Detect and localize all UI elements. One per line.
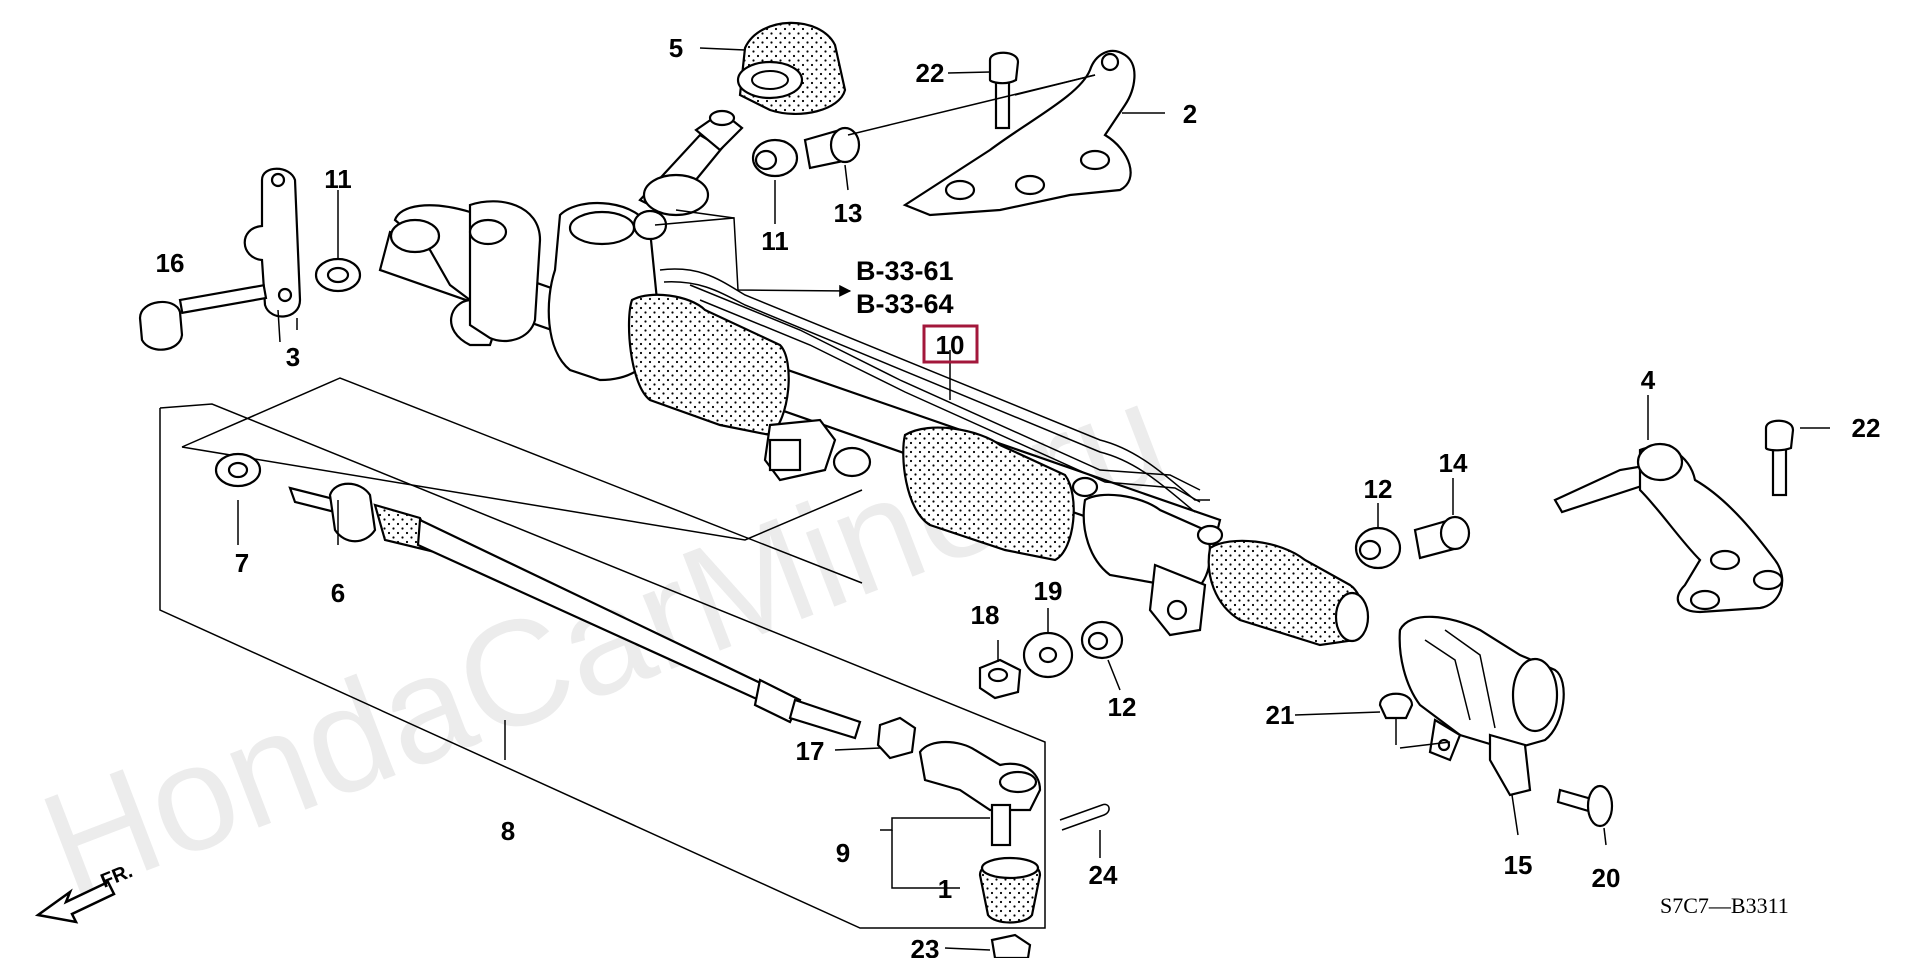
collar-14: [1413, 515, 1471, 560]
ball-joint-boot: [978, 856, 1042, 924]
callout-4[interactable]: 4: [1641, 365, 1656, 395]
callout-1[interactable]: 1: [938, 874, 952, 904]
callout-24[interactable]: 24: [1089, 860, 1118, 890]
callout-19[interactable]: 19: [1034, 576, 1063, 606]
front-arrow-icon: [34, 880, 116, 924]
callout-11-right[interactable]: 11: [761, 226, 789, 256]
washer-19: [1022, 631, 1074, 679]
callout-16[interactable]: 16: [156, 248, 185, 278]
inner-tie-rod: [288, 482, 862, 740]
grommet-12-lower: [1080, 620, 1124, 660]
flange-bolt-16: [138, 283, 268, 351]
callout-18[interactable]: 18: [971, 600, 1000, 630]
callout-14[interactable]: 14: [1439, 448, 1468, 478]
callout-9[interactable]: 9: [836, 838, 850, 868]
grommet-11-right: [751, 138, 799, 178]
callout-2[interactable]: 2: [1183, 99, 1197, 129]
reference-link-b-33-64[interactable]: B-33-64: [856, 289, 954, 319]
cotter-pin-24: [1059, 803, 1110, 831]
tie-rod-group-frame: [159, 377, 1046, 929]
tapping-screw-20: [1556, 784, 1614, 828]
heat-shield-cover: [1398, 615, 1565, 797]
callout-13[interactable]: 13: [834, 198, 863, 228]
callout-labels: 5 22 2 11 16 3 13 11 10 7 6 4 22 12 14 1…: [156, 33, 1881, 958]
pinion-dust-seal: [736, 21, 847, 115]
outer-tie-rod-end: [918, 741, 1042, 847]
washer-7: [214, 452, 262, 488]
castle-nut-23: [990, 933, 1032, 958]
callout-12-lower[interactable]: 12: [1108, 692, 1137, 722]
callout-15[interactable]: 15: [1504, 850, 1533, 880]
callout-22-upper[interactable]: 22: [916, 58, 945, 88]
mounting-bracket-right-upper: [902, 49, 1136, 217]
diagram-code: S7C7—B3311: [1660, 893, 1789, 918]
callout-21[interactable]: 21: [1266, 700, 1295, 730]
callout-11-left[interactable]: 11: [324, 164, 352, 194]
watermark-text: HondaCarMine.ru: [21, 349, 1186, 930]
highlight-frame-part-10: [922, 324, 979, 364]
callout-10[interactable]: 10: [936, 330, 965, 360]
push-clip-21: [1378, 692, 1414, 745]
callout-6[interactable]: 6: [331, 578, 345, 608]
jam-nut-17: [876, 716, 917, 760]
callout-7[interactable]: 7: [235, 548, 249, 578]
callout-23[interactable]: 23: [911, 934, 940, 958]
callout-8[interactable]: 8: [501, 816, 515, 846]
callout-20[interactable]: 20: [1592, 863, 1621, 893]
flange-bolt-22-lower: [1764, 419, 1795, 497]
leader-lines: [237, 47, 1830, 951]
steering-rack-assembly: [378, 109, 1370, 647]
mounting-bracket-right-lower: [1553, 442, 1784, 614]
grommet-11-left: [314, 257, 362, 293]
callout-12-right[interactable]: 12: [1364, 474, 1393, 504]
callout-22-lower[interactable]: 22: [1852, 413, 1881, 443]
reference-link-b-33-61[interactable]: B-33-61: [856, 256, 954, 286]
nut-18: [978, 658, 1022, 700]
grommet-12-right: [1354, 526, 1402, 570]
callout-5[interactable]: 5: [669, 33, 683, 63]
collar-13: [803, 126, 861, 170]
callout-3[interactable]: 3: [286, 342, 300, 372]
callout-17[interactable]: 17: [796, 736, 825, 766]
flange-bolt-22-upper: [988, 51, 1020, 130]
